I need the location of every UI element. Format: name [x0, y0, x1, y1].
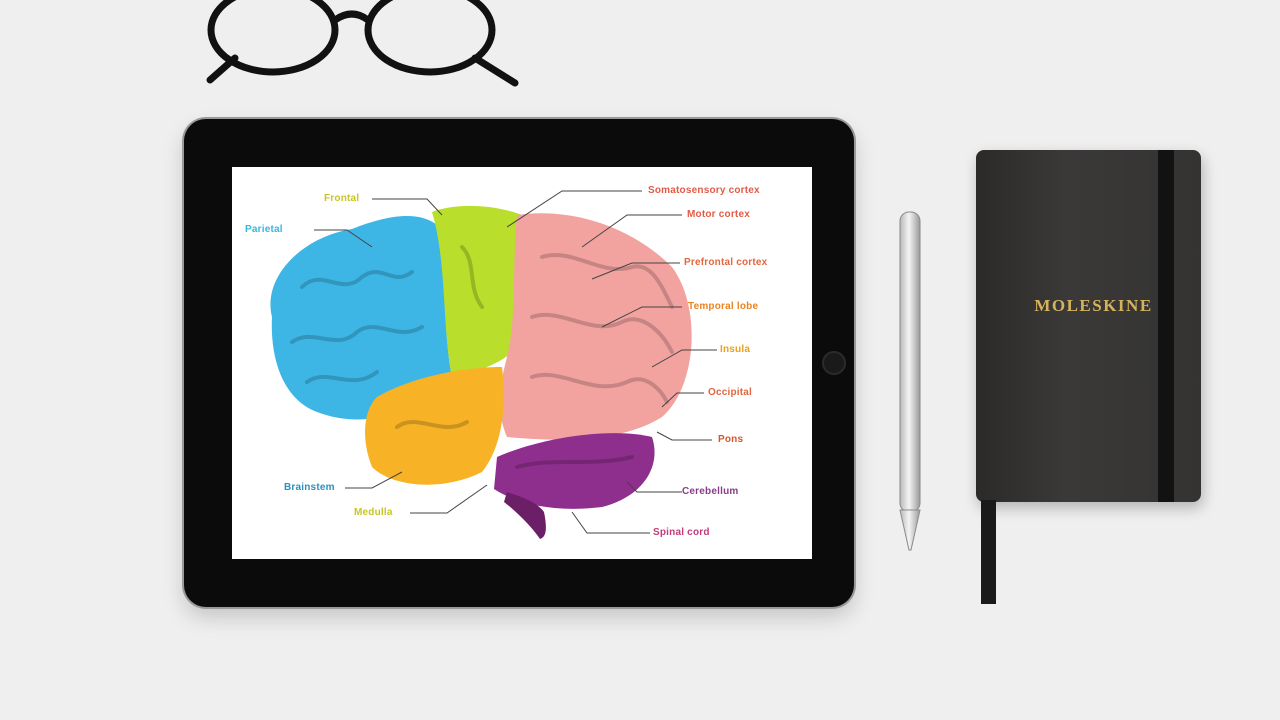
- label-prefrontal: Prefrontal cortex: [684, 257, 768, 268]
- tablet-home-button[interactable]: [822, 351, 846, 375]
- brain-lobe-orange: [365, 367, 504, 485]
- label-occipital: Occipital: [708, 387, 753, 398]
- brain-lobe-pink: [499, 213, 692, 440]
- label-brainstem: Brainstem: [284, 482, 335, 493]
- label-spinal-cord: Spinal cord: [653, 527, 710, 538]
- label-insula: Insula: [720, 344, 751, 355]
- label-frontal: Frontal: [324, 193, 360, 204]
- brain-lobe-green: [432, 205, 526, 377]
- label-parietal: Parietal: [245, 224, 283, 235]
- brain-lobe-blue: [270, 216, 452, 420]
- label-motor: Motor cortex: [687, 209, 750, 220]
- brain-stem: [504, 492, 546, 539]
- notebook-bookmark-ribbon: [981, 500, 996, 604]
- label-pons: Pons: [718, 434, 744, 445]
- brain-cerebellum: [494, 433, 655, 509]
- label-medulla: Medulla: [354, 507, 393, 518]
- stylus-pen: [899, 211, 921, 551]
- notebook-brand-title: MOLESKINE: [1034, 296, 1153, 315]
- tablet-screen: Frontal Parietal Somatosensory cortex Mo…: [232, 167, 812, 559]
- label-temporal: Temporal lobe: [688, 301, 759, 312]
- label-somatosensory: Somatosensory cortex: [648, 185, 760, 196]
- eyeglasses: [206, 0, 519, 87]
- label-cerebellum: Cerebellum: [682, 486, 739, 497]
- notebook-elastic-band: [1158, 150, 1174, 502]
- brain-diagram: [270, 190, 717, 539]
